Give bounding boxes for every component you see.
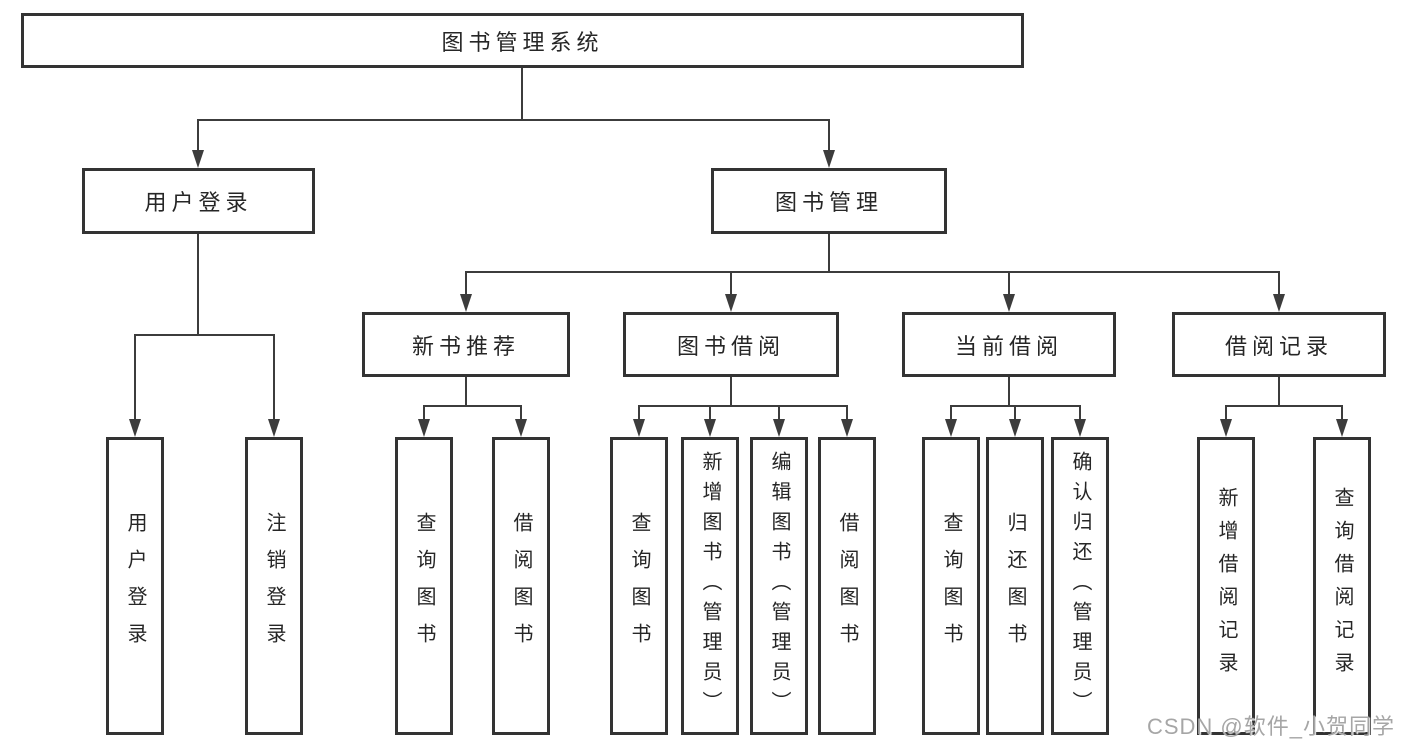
connector-drop: [638, 405, 640, 421]
leaf-label: 确认归还（管理员）: [1069, 451, 1091, 721]
connector-stem: [1008, 377, 1010, 407]
leaf-query-books-borrowing: 查询图书: [610, 437, 668, 735]
connector-branch: [423, 405, 522, 407]
leaf-label: 编辑图书（管理员）: [768, 451, 790, 721]
node-book-borrowing: 图书借阅: [623, 312, 839, 377]
leaf-add-books-admin: 新增图书（管理员）: [681, 437, 739, 735]
leaf-return-books: 归还图书: [986, 437, 1044, 735]
node-new-book-recommend: 新书推荐: [362, 312, 570, 377]
leaf-label: 用户登录: [124, 512, 146, 660]
arrowhead-down: [841, 419, 853, 437]
connector-drop: [197, 119, 199, 152]
arrowhead-down: [129, 419, 141, 437]
connector-drop: [778, 405, 780, 421]
arrowhead-down: [773, 419, 785, 437]
connector-level3-branch: [465, 271, 1280, 273]
connector-stem: [1278, 377, 1280, 407]
leaf-label: 查询借阅记录: [1331, 487, 1353, 685]
leaf-label: 借阅图书: [510, 512, 532, 660]
node-borrow-records: 借阅记录: [1172, 312, 1386, 377]
leaf-confirm-return-admin: 确认归还（管理员）: [1051, 437, 1109, 735]
arrowhead-down: [460, 294, 472, 312]
node-user-login: 用户登录: [82, 168, 315, 234]
leaf-query-books-current: 查询图书: [922, 437, 980, 735]
leaf-label: 注销登录: [263, 512, 285, 660]
connector-root-stem: [521, 68, 523, 121]
arrowhead-down: [515, 419, 527, 437]
connector-drop: [1008, 271, 1010, 296]
arrowhead-down: [1220, 419, 1232, 437]
connector-stem: [465, 377, 467, 407]
arrowhead-down: [418, 419, 430, 437]
leaf-query-books-recommend: 查询图书: [395, 437, 453, 735]
arrowhead-down: [192, 150, 204, 168]
connector-drop: [1014, 405, 1016, 421]
arrowhead-down: [1074, 419, 1086, 437]
leaf-label: 归还图书: [1004, 512, 1026, 660]
leaf-edit-books-admin: 编辑图书（管理员）: [750, 437, 808, 735]
leaf-label: 新增图书（管理员）: [699, 451, 721, 721]
connector-branch: [638, 405, 848, 407]
leaf-add-borrow-record: 新增借阅记录: [1197, 437, 1255, 735]
watermark: CSDN @软件_小贺同学: [1146, 714, 1395, 739]
arrowhead-down: [1009, 419, 1021, 437]
leaf-label: 新增借阅记录: [1215, 487, 1237, 685]
arrowhead-down: [633, 419, 645, 437]
node-book-management: 图书管理: [711, 168, 947, 234]
connector-drop: [1225, 405, 1227, 421]
leaf-user-login: 用户登录: [106, 437, 164, 735]
leaf-label: 借阅图书: [836, 512, 858, 660]
connector-drop: [520, 405, 522, 421]
leaf-label: 查询图书: [940, 512, 962, 660]
leaf-borrow-books-recommend: 借阅图书: [492, 437, 550, 735]
connector-stem: [730, 377, 732, 407]
arrowhead-down: [704, 419, 716, 437]
connector-drop: [846, 405, 848, 421]
arrowhead-down: [1273, 294, 1285, 312]
connector-drop: [423, 405, 425, 421]
leaf-borrow-books: 借阅图书: [818, 437, 876, 735]
node-current-borrowing: 当前借阅: [902, 312, 1116, 377]
connector-drop: [273, 334, 275, 421]
connector-userlogin-branch: [134, 334, 275, 336]
connector-userlogin-stem: [197, 234, 199, 336]
arrowhead-down: [725, 294, 737, 312]
connector-drop: [1079, 405, 1081, 421]
node-library-system: 图书管理系统: [21, 13, 1024, 68]
leaf-query-borrow-record: 查询借阅记录: [1313, 437, 1371, 735]
arrowhead-down: [268, 419, 280, 437]
leaf-label: 查询图书: [628, 512, 650, 660]
connector-drop: [1278, 271, 1280, 296]
connector-drop: [709, 405, 711, 421]
connector-bookmgmt-stem: [828, 234, 830, 273]
leaf-logout: 注销登录: [245, 437, 303, 735]
arrowhead-down: [945, 419, 957, 437]
connector-drop: [1341, 405, 1343, 421]
connector-drop: [134, 334, 136, 421]
arrowhead-down: [1336, 419, 1348, 437]
arrowhead-down: [1003, 294, 1015, 312]
connector-drop: [730, 271, 732, 296]
leaf-label: 查询图书: [413, 512, 435, 660]
connector-drop: [950, 405, 952, 421]
connector-drop: [465, 271, 467, 296]
connector-level2-branch: [197, 119, 830, 121]
connector-branch: [1225, 405, 1343, 407]
connector-drop: [828, 119, 830, 152]
arrowhead-down: [823, 150, 835, 168]
